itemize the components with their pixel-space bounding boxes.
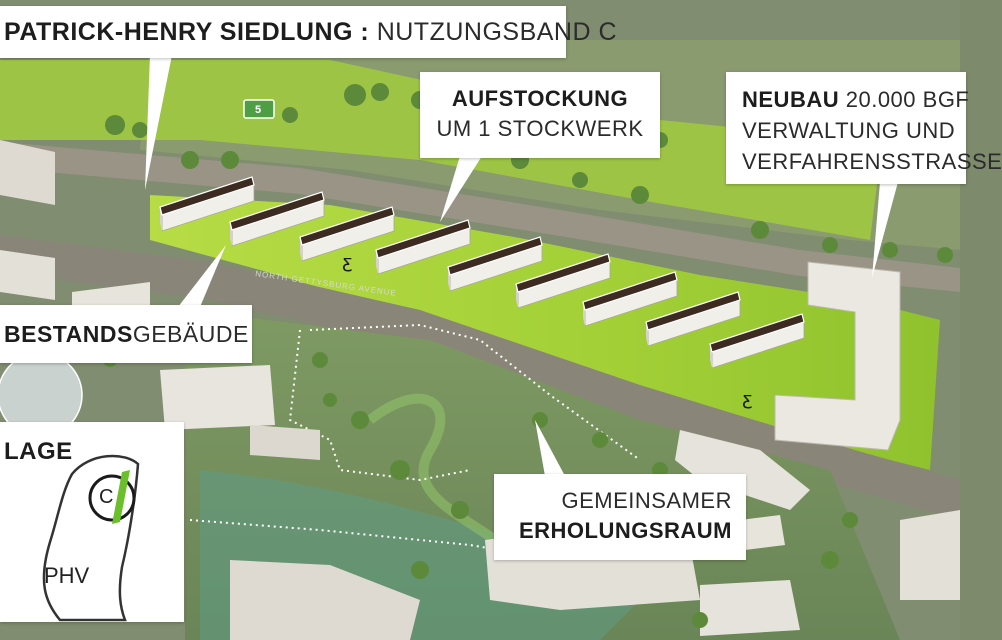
area-label: PHV xyxy=(44,563,90,588)
title-subtitle: NUTZUNGSBAND C xyxy=(376,18,618,46)
building-roof xyxy=(159,176,255,216)
title-label: PATRICK-HENRY SIEDLUNG : NUTZUNGSBAND C xyxy=(0,6,617,58)
building-roof xyxy=(515,253,611,293)
bestand-bold: BESTANDS xyxy=(4,321,133,347)
road-sign xyxy=(243,99,275,119)
building-roof xyxy=(229,191,325,231)
aufstockung-detail: UM 1 STOCKWERK xyxy=(436,116,644,141)
callout-pointer xyxy=(440,156,482,222)
new-building xyxy=(774,261,901,451)
neubau-heading: NEUBAU xyxy=(742,87,840,112)
neubau-line3: VERFAHRENSSTRASSE xyxy=(742,149,1002,174)
building-left xyxy=(0,140,55,205)
decor-symbol: ƹ xyxy=(342,252,352,273)
callout-pointer xyxy=(178,245,226,307)
building-right xyxy=(900,510,960,600)
building-roof xyxy=(645,291,741,331)
decor-symbol: ƹ xyxy=(742,389,752,410)
building-park xyxy=(160,365,275,430)
callout-pointer xyxy=(535,420,565,476)
lawn-band xyxy=(150,195,940,470)
neubau-label: NEUBAU 20.000 BGF VERWALTUNG UND VERFAHR… xyxy=(726,72,1002,184)
building-roof xyxy=(447,236,543,276)
building-bottom xyxy=(740,515,785,550)
callout-pointer xyxy=(145,55,172,190)
north-road xyxy=(0,142,960,292)
erholungsraum-label: GEMEINSAMER ERHOLUNGSRAUM xyxy=(494,474,746,560)
aufstockung-label: AUFSTOCKUNG UM 1 STOCKWERK xyxy=(420,72,660,158)
district-outline xyxy=(42,454,140,622)
zone-highlight xyxy=(112,470,130,524)
building-left xyxy=(72,282,150,312)
building-roof xyxy=(582,271,678,311)
zone-label: C xyxy=(99,486,114,508)
bestand-light: GEBÄUDE xyxy=(132,321,249,347)
location-title: LAGE xyxy=(4,438,73,465)
location-inset: LAGE C PHV xyxy=(0,422,184,622)
existing-building-row xyxy=(159,176,805,369)
building-bottom xyxy=(700,580,800,636)
location-map xyxy=(42,454,140,622)
building-right xyxy=(675,430,810,510)
building-roof xyxy=(709,313,805,353)
stream-highlight xyxy=(366,393,524,564)
building-left xyxy=(0,250,55,300)
neubau-line2: VERWALTUNG UND xyxy=(742,118,956,143)
dotted-path xyxy=(288,323,641,482)
title-bold: PATRICK-HENRY SIEDLUNG xyxy=(4,18,353,46)
road-sign-number: 5 xyxy=(255,104,261,116)
neubau-area: 20.000 BGF xyxy=(839,87,970,112)
zone-circle xyxy=(88,474,136,522)
building-park xyxy=(250,425,320,460)
building-roof xyxy=(375,219,471,259)
bestand-label: BESTANDSGEBÄUDE xyxy=(0,305,252,363)
building-bottom xyxy=(230,560,420,640)
callout-pointer xyxy=(872,182,898,278)
title-separator: : xyxy=(352,18,377,46)
dotted-path xyxy=(189,519,561,561)
erholungsraum-line1: GEMEINSAMER xyxy=(561,488,732,513)
erholungsraum-line2: ERHOLUNGSRAUM xyxy=(518,518,732,543)
building-roof xyxy=(299,206,395,246)
aufstockung-heading: AUFSTOCKUNG xyxy=(451,86,629,111)
